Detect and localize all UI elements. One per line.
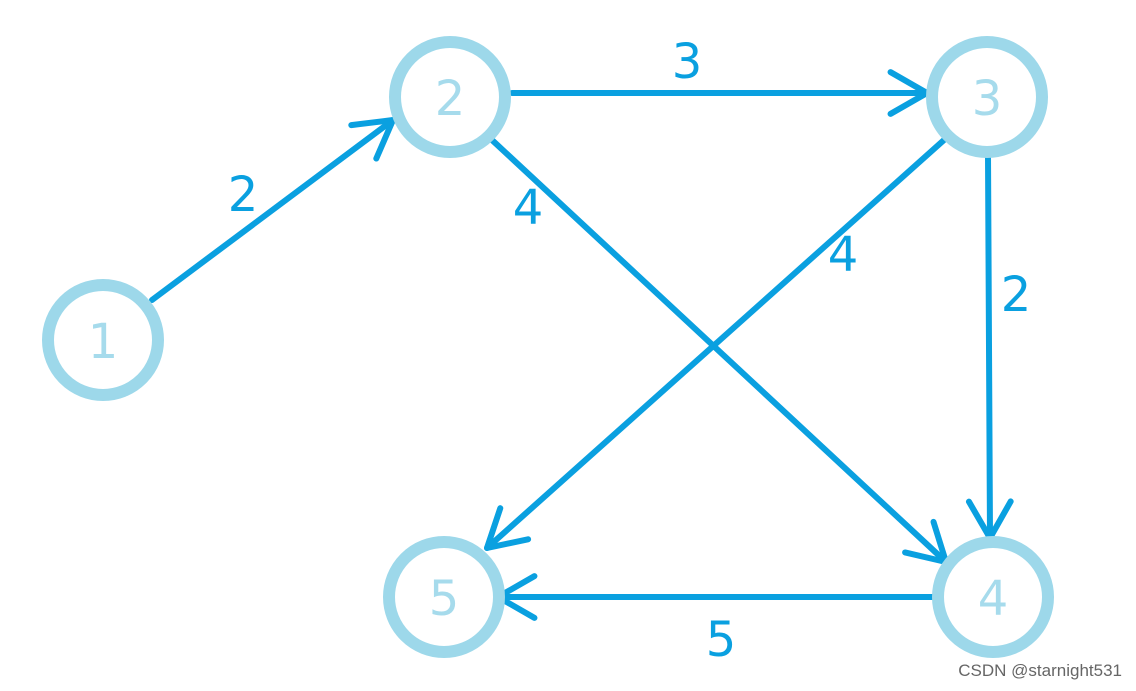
node-fill-4 bbox=[938, 542, 1048, 652]
edge-weight-1-2: 2 bbox=[228, 167, 259, 223]
node-ring-1 bbox=[42, 279, 164, 401]
edge-weight-3-5: 4 bbox=[828, 227, 859, 283]
node-ring-5 bbox=[383, 536, 505, 658]
node-fill-5 bbox=[389, 542, 499, 652]
edge-3-4: 2 bbox=[965, 152, 1032, 541]
node-label-3: 3 bbox=[972, 71, 1003, 127]
edge-line-1-2 bbox=[149, 117, 396, 303]
node-ring-4 bbox=[932, 536, 1054, 658]
node-1: 1 bbox=[42, 279, 164, 401]
node-fill-2 bbox=[395, 42, 505, 152]
edge-weight-3-4: 2 bbox=[1001, 267, 1032, 323]
node-ring-3 bbox=[926, 36, 1048, 158]
edge-2-3: 3 bbox=[509, 34, 930, 117]
node-2: 2 bbox=[389, 36, 511, 158]
node-label-1: 1 bbox=[88, 314, 119, 370]
nodes-layer: 1 2 3 4 5 bbox=[42, 36, 1054, 658]
node-label-4: 4 bbox=[978, 571, 1009, 627]
edge-line-2-4 bbox=[489, 137, 949, 565]
edge-weight-2-4: 4 bbox=[513, 180, 544, 236]
edge-2-4: 4 bbox=[489, 137, 949, 565]
watermark: CSDN @starnight531 bbox=[958, 661, 1122, 680]
node-label-2: 2 bbox=[435, 71, 466, 127]
node-4: 4 bbox=[932, 536, 1054, 658]
edge-weight-4-5: 5 bbox=[706, 612, 737, 668]
edge-line-3-4 bbox=[985, 152, 993, 541]
arrowhead-icon bbox=[484, 505, 532, 551]
edge-line-3-5 bbox=[484, 137, 947, 551]
node-ring-2 bbox=[389, 36, 511, 158]
edge-1-2: 2 bbox=[149, 117, 396, 303]
node-5: 5 bbox=[383, 536, 505, 658]
arrowhead-icon bbox=[348, 117, 396, 162]
edge-weight-2-3: 3 bbox=[672, 34, 703, 90]
node-fill-3 bbox=[932, 42, 1042, 152]
edge-4-5: 5 bbox=[495, 573, 936, 668]
edge-3-5: 4 bbox=[484, 137, 947, 551]
node-fill-1 bbox=[48, 285, 158, 395]
node-label-5: 5 bbox=[429, 571, 460, 627]
node-3: 3 bbox=[926, 36, 1048, 158]
